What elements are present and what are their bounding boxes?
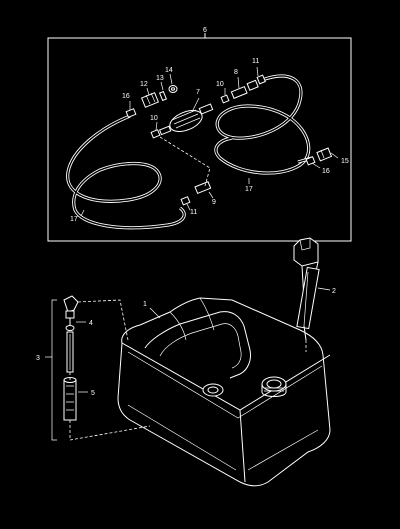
fuel-tank <box>117 297 331 487</box>
kit-frame <box>47 37 352 242</box>
callout-12: 12 <box>140 81 148 88</box>
callout-17-left: 17 <box>70 216 78 223</box>
callout-9: 9 <box>212 199 216 206</box>
callout-11-bottom: 11 <box>190 209 197 216</box>
pickup-assembly: 3 4 5 <box>36 295 151 441</box>
fitting-12-assembly <box>125 85 178 118</box>
pickup-path <box>69 420 151 441</box>
callout-16-right: 16 <box>322 168 330 175</box>
callout-15: 15 <box>341 158 349 165</box>
callout-6: 6 <box>203 27 207 34</box>
callout-10-right: 10 <box>216 81 224 88</box>
callout-10-left: 10 <box>150 115 158 122</box>
callout-4: 4 <box>89 320 93 327</box>
callout-3: 3 <box>36 355 40 362</box>
callout-14: 14 <box>165 67 173 74</box>
callout-7: 7 <box>196 89 200 96</box>
clamp-10-left <box>150 129 161 139</box>
callout-5: 5 <box>91 390 95 397</box>
fuel-line-kit-group: 6 <box>47 27 352 242</box>
hose-17-right <box>214 74 313 175</box>
fitting-15-assembly <box>305 147 333 166</box>
fuel-gauge: 2 <box>293 237 336 352</box>
hose-17-left <box>66 114 186 230</box>
callout-8: 8 <box>234 69 238 76</box>
primer-bulb <box>158 103 214 136</box>
callout-13: 13 <box>156 75 164 82</box>
connector-9 <box>180 181 212 206</box>
connector-8 <box>220 74 266 104</box>
callout-1: 1 <box>143 301 147 308</box>
callout-2: 2 <box>332 288 336 295</box>
elbow-path <box>77 299 129 341</box>
callout-11-top: 11 <box>252 58 259 65</box>
callout-16-top: 16 <box>122 93 130 100</box>
alignment-line <box>159 136 211 187</box>
callout-17-right: 17 <box>245 186 253 193</box>
